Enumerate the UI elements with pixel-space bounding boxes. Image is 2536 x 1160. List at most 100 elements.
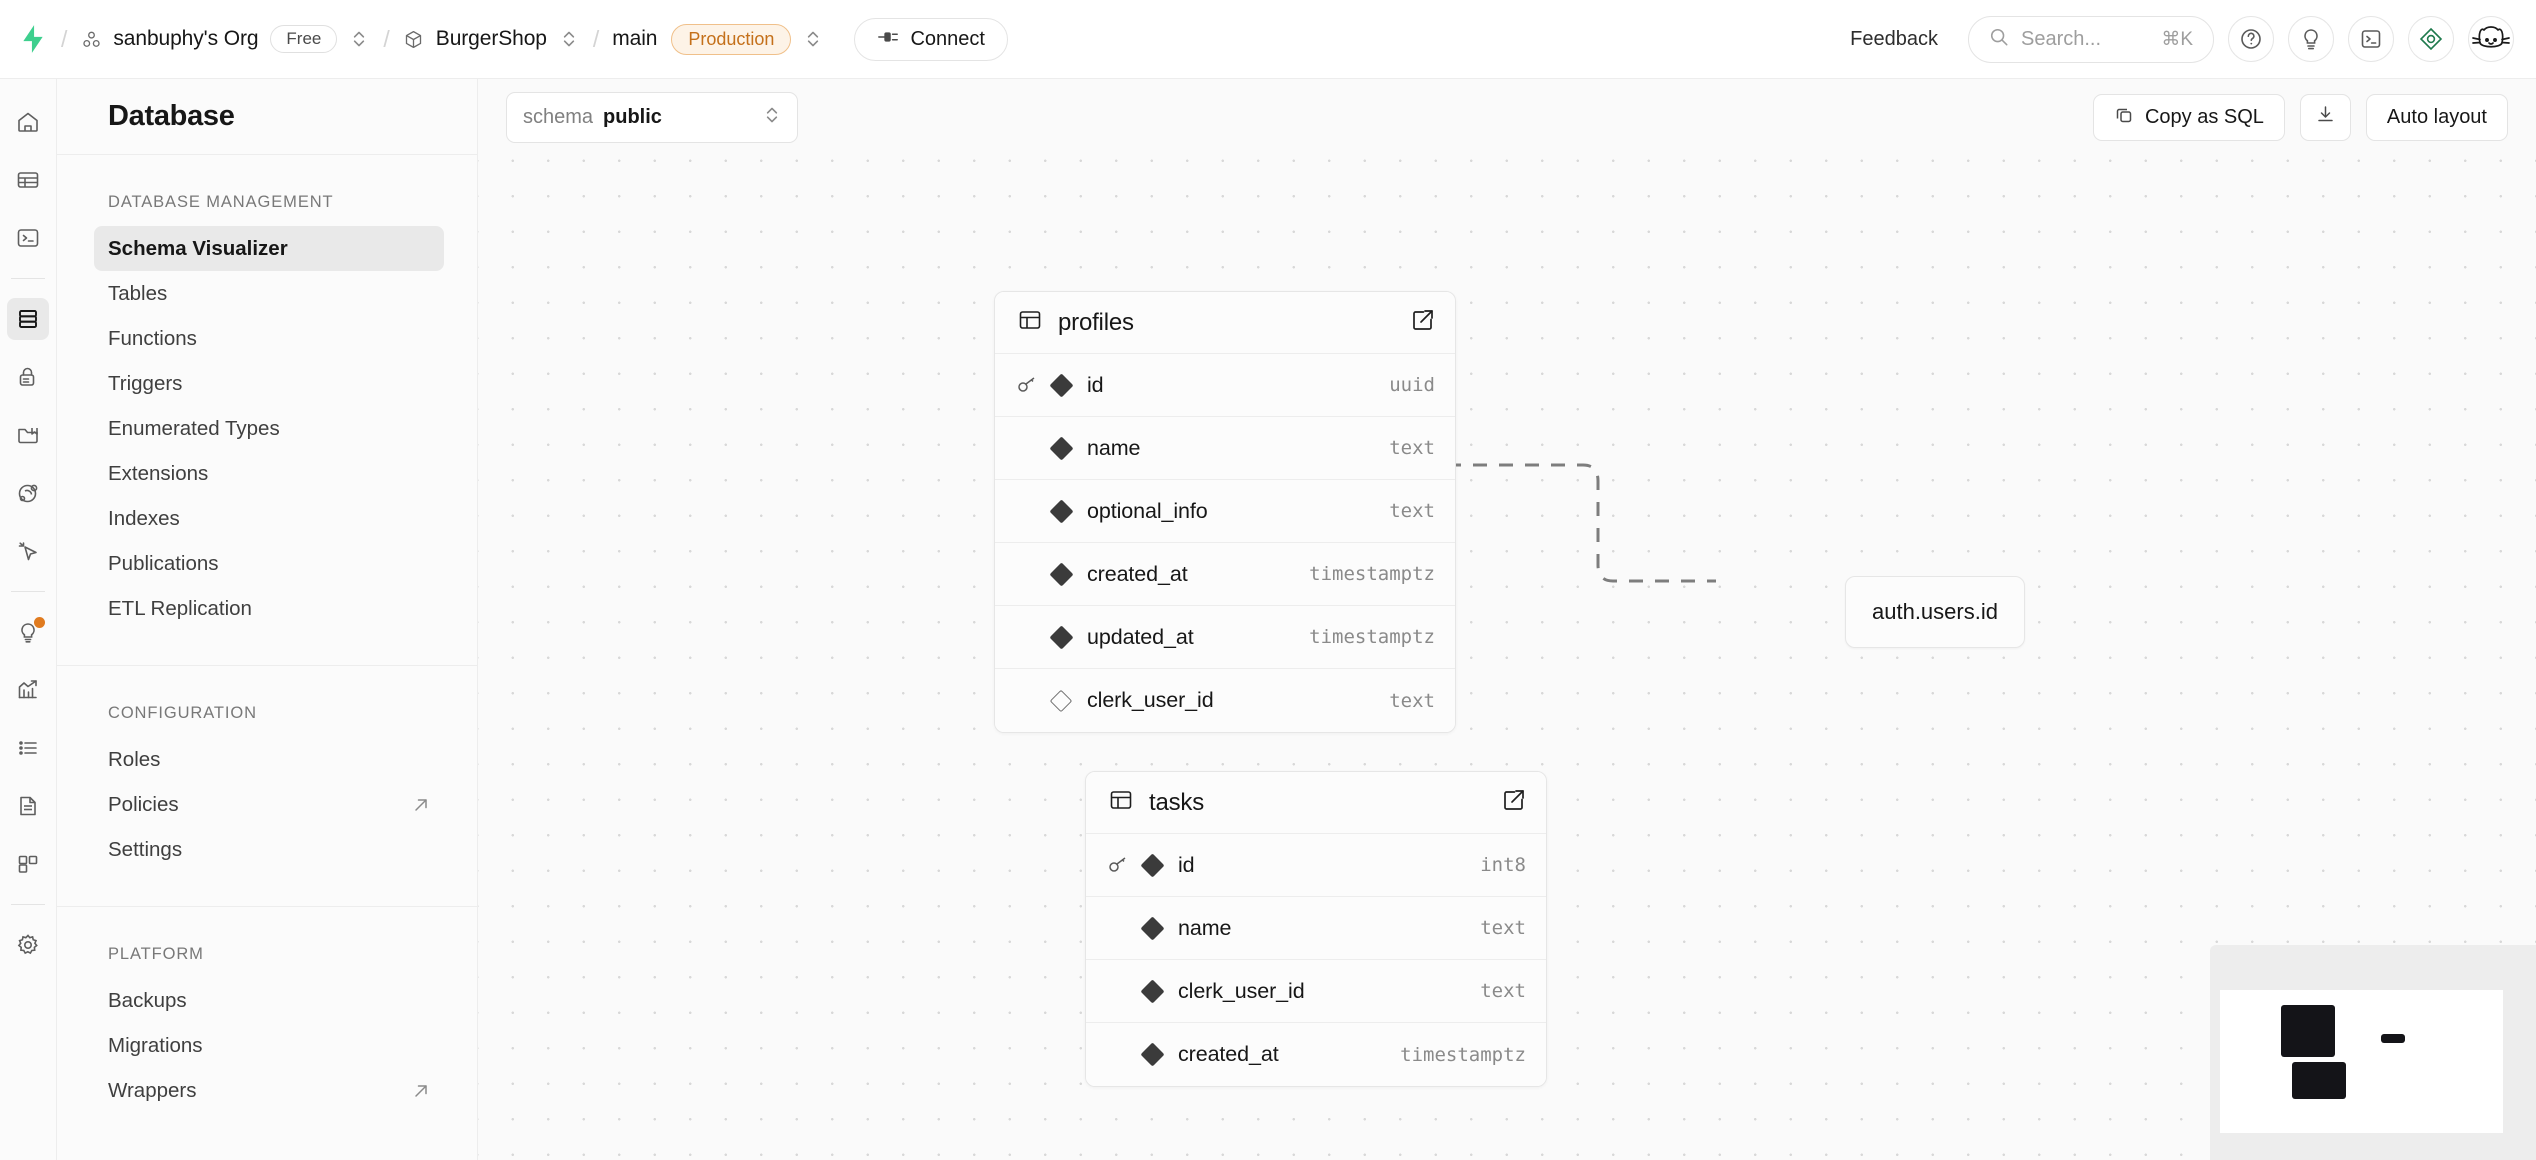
sidebar-item-roles[interactable]: Roles bbox=[108, 737, 444, 782]
sidebar-item-label: Extensions bbox=[108, 461, 209, 485]
sidebar-item-backups[interactable]: Backups bbox=[108, 978, 444, 1023]
sql-editor-icon[interactable] bbox=[7, 217, 49, 259]
column-type: timestamptz bbox=[1309, 626, 1435, 648]
table-icon bbox=[1108, 787, 1134, 818]
environment-badge: Production bbox=[671, 23, 792, 55]
table-editor-icon[interactable] bbox=[7, 159, 49, 201]
schema-selector[interactable]: schema public bbox=[506, 92, 798, 143]
column-row[interactable]: created_at timestamptz bbox=[995, 543, 1455, 606]
copy-as-sql-button[interactable]: Copy as SQL bbox=[2092, 94, 2285, 141]
auth-lock-icon[interactable] bbox=[7, 356, 49, 398]
advisors-lightbulb-icon[interactable] bbox=[7, 611, 49, 653]
open-table-icon[interactable] bbox=[1502, 788, 1526, 817]
column-row[interactable]: name text bbox=[995, 417, 1455, 480]
open-table-icon[interactable] bbox=[1411, 308, 1435, 337]
column-name: created_at bbox=[1087, 561, 1188, 586]
table-node-profiles[interactable]: profiles id uuid name text bbox=[994, 291, 1456, 733]
home-icon[interactable] bbox=[7, 101, 49, 143]
sidebar-item-tables[interactable]: Tables bbox=[108, 271, 444, 316]
lightning-logo[interactable] bbox=[18, 24, 48, 54]
sidebar-item-migrations[interactable]: Migrations bbox=[108, 1023, 444, 1068]
sidebar-item-policies[interactable]: Policies bbox=[108, 782, 444, 827]
diamond-assistant-icon[interactable] bbox=[2408, 16, 2454, 62]
project-switcher-chevrons[interactable] bbox=[560, 26, 580, 52]
column-row[interactable]: updated_at timestamptz bbox=[995, 606, 1455, 669]
breadcrumb-org[interactable]: sanbuphy's Org bbox=[80, 27, 259, 51]
sidebar-item-indexes[interactable]: Indexes bbox=[108, 496, 444, 541]
not-null-diamond-icon bbox=[1140, 852, 1178, 878]
storage-folder-icon[interactable] bbox=[7, 414, 49, 456]
column-row[interactable]: id uuid bbox=[995, 354, 1455, 417]
sidebar-group-platform: PLATFORM Backups Migrations Wrappers bbox=[57, 906, 477, 1113]
minimap[interactable] bbox=[2210, 945, 2536, 1160]
lightbulb-icon[interactable] bbox=[2288, 16, 2334, 62]
sidebar-item-settings[interactable]: Settings bbox=[108, 827, 444, 872]
column-type: timestamptz bbox=[1309, 563, 1435, 585]
column-type: text bbox=[1389, 437, 1435, 459]
feedback-button[interactable]: Feedback bbox=[1836, 20, 1952, 59]
schema-canvas[interactable]: schema public Copy as SQL Auto layout bbox=[478, 79, 2536, 1160]
column-type: text bbox=[1480, 917, 1526, 939]
sidebar-item-extensions[interactable]: Extensions bbox=[108, 451, 444, 496]
database-icon[interactable] bbox=[7, 298, 49, 340]
terminal-icon[interactable] bbox=[2348, 16, 2394, 62]
sidebar-item-label: Wrappers bbox=[108, 1078, 197, 1102]
column-name: name bbox=[1087, 435, 1141, 460]
branch-name[interactable]: main bbox=[612, 27, 658, 50]
rail-divider-3 bbox=[11, 904, 45, 905]
org-icon bbox=[80, 28, 102, 50]
logs-list-icon[interactable] bbox=[7, 727, 49, 769]
search-placeholder: Search... bbox=[2021, 27, 2102, 50]
column-row[interactable]: name text bbox=[1086, 897, 1546, 960]
sidebar-item-label: Settings bbox=[108, 837, 183, 861]
foreign-table-ref-auth-users-id[interactable]: auth.users.id bbox=[1845, 576, 2025, 648]
not-null-diamond-icon bbox=[1049, 561, 1087, 587]
table-node-tasks[interactable]: tasks id int8 name text bbox=[1085, 771, 1547, 1087]
column-row[interactable]: optional_info text bbox=[995, 480, 1455, 543]
branch-switcher-chevrons[interactable] bbox=[804, 26, 824, 52]
realtime-cursor-icon[interactable] bbox=[7, 530, 49, 572]
search-input[interactable]: Search... ⌘K bbox=[1968, 15, 2214, 63]
sidebar-item-label: Triggers bbox=[108, 371, 183, 395]
table-icon bbox=[1017, 307, 1043, 338]
search-icon bbox=[1989, 27, 2009, 52]
column-type: timestamptz bbox=[1400, 1043, 1526, 1066]
org-switcher-chevrons[interactable] bbox=[350, 26, 370, 52]
not-null-diamond-icon bbox=[1140, 915, 1178, 941]
sidebar-item-publications[interactable]: Publications bbox=[108, 541, 444, 586]
api-docs-icon[interactable] bbox=[7, 785, 49, 827]
sidebar-item-label: Functions bbox=[108, 326, 197, 350]
help-circle-icon[interactable] bbox=[2228, 16, 2274, 62]
table-node-header[interactable]: profiles bbox=[995, 292, 1455, 354]
edge-functions-icon[interactable] bbox=[7, 472, 49, 514]
sidebar-item-functions[interactable]: Functions bbox=[108, 316, 444, 361]
page-title: Database bbox=[108, 100, 235, 132]
avatar-cat-icon[interactable] bbox=[2468, 16, 2514, 62]
sidebar-item-enumerated-types[interactable]: Enumerated Types bbox=[108, 406, 444, 451]
external-link-icon bbox=[412, 796, 430, 814]
schema-value: public bbox=[603, 106, 662, 128]
integrations-icon[interactable] bbox=[7, 843, 49, 885]
rail-divider-2 bbox=[11, 591, 45, 592]
column-row[interactable]: clerk_user_id text bbox=[995, 669, 1455, 732]
breadcrumb-project[interactable]: BurgerShop bbox=[403, 27, 547, 51]
auto-layout-button[interactable]: Auto layout bbox=[2365, 94, 2508, 141]
sidebar-item-schema-visualizer[interactable]: Schema Visualizer bbox=[94, 226, 444, 271]
table-name: profiles bbox=[1058, 308, 1134, 336]
settings-gear-icon[interactable] bbox=[7, 924, 49, 966]
sidebar-item-label: ETL Replication bbox=[108, 596, 252, 620]
column-row[interactable]: id int8 bbox=[1086, 834, 1546, 897]
sidebar-item-label: Indexes bbox=[108, 506, 180, 530]
column-type: text bbox=[1389, 500, 1435, 522]
sidebar-item-triggers[interactable]: Triggers bbox=[108, 361, 444, 406]
sidebar-item-wrappers[interactable]: Wrappers bbox=[108, 1068, 444, 1113]
reports-chart-icon[interactable] bbox=[7, 669, 49, 711]
minimap-node-auth-users bbox=[2381, 1034, 2405, 1043]
column-row[interactable]: created_at timestamptz bbox=[1086, 1023, 1546, 1086]
column-name: id bbox=[1178, 852, 1195, 877]
column-row[interactable]: clerk_user_id text bbox=[1086, 960, 1546, 1023]
connect-button[interactable]: Connect bbox=[854, 17, 1008, 61]
sidebar-item-etl-replication[interactable]: ETL Replication bbox=[108, 586, 444, 631]
table-node-header[interactable]: tasks bbox=[1086, 772, 1546, 834]
download-button[interactable] bbox=[2299, 94, 2351, 141]
